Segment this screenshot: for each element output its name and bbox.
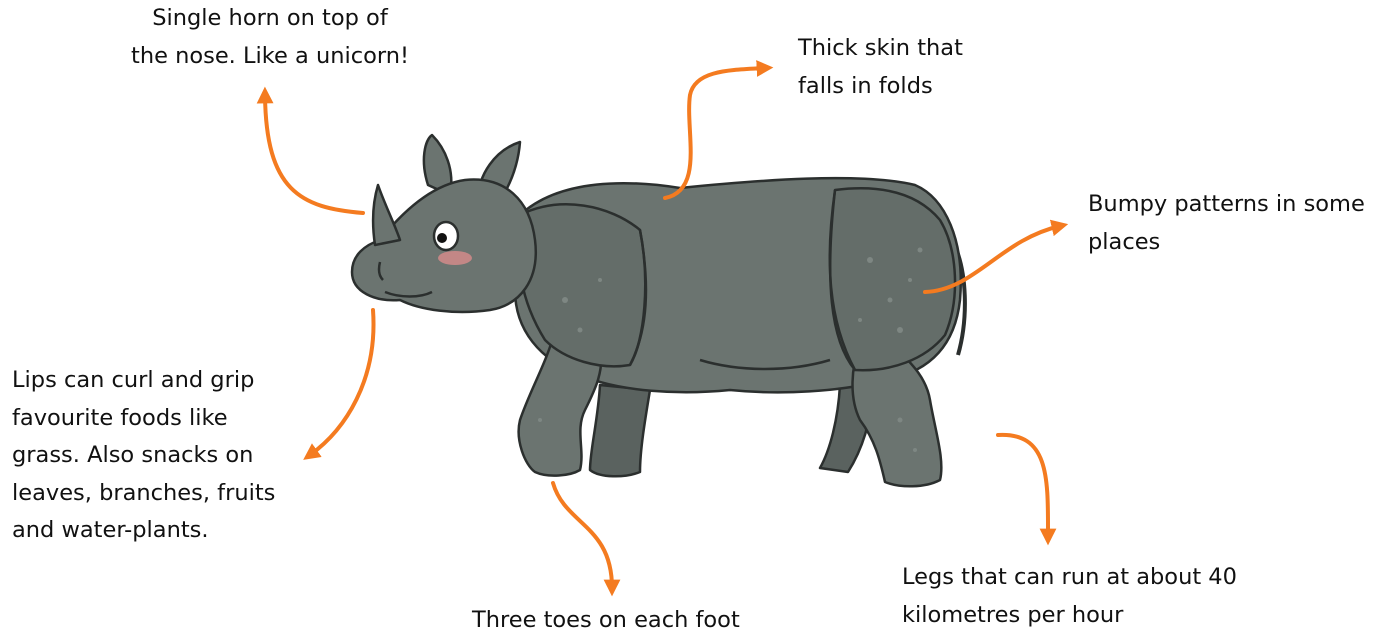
annotation-line: and water-plants. bbox=[12, 512, 275, 550]
toes-arrow bbox=[553, 483, 612, 588]
annotation-line: grass. Also snacks on bbox=[12, 437, 275, 475]
annotation-line: Three toes on each foot bbox=[472, 602, 740, 640]
annotation-line: the nose. Like a unicorn! bbox=[120, 38, 420, 76]
horn-annotation: Single horn on top of the nose. Like a u… bbox=[120, 0, 420, 75]
annotation-line: Lips can curl and grip bbox=[12, 362, 275, 400]
rhino-illustration bbox=[352, 135, 965, 486]
skin-arrow bbox=[665, 68, 765, 198]
legs-arrow bbox=[998, 435, 1048, 537]
annotation-line: Single horn on top of bbox=[120, 0, 420, 38]
rhino-rump-plate bbox=[830, 188, 955, 370]
skin-annotation: Thick skin that falls in folds bbox=[798, 30, 963, 105]
annotation-line: kilometres per hour bbox=[902, 597, 1237, 635]
lips-annotation: Lips can curl and grip favourite foods l… bbox=[12, 362, 275, 550]
annotation-line: favourite foods like bbox=[12, 400, 275, 438]
bumpy-annotation: Bumpy patterns in some places bbox=[1088, 186, 1365, 261]
rhino-pupil bbox=[437, 233, 447, 243]
annotation-line: falls in folds bbox=[798, 68, 963, 106]
rhino-horn bbox=[373, 185, 400, 245]
legs-annotation: Legs that can run at about 40 kilometres… bbox=[902, 559, 1237, 634]
annotation-line: Thick skin that bbox=[798, 30, 963, 68]
horn-arrow bbox=[265, 95, 363, 213]
annotation-line: Legs that can run at about 40 bbox=[902, 559, 1237, 597]
annotation-line: places bbox=[1088, 224, 1365, 262]
lips-arrow bbox=[310, 310, 374, 455]
rhino-front-far-leg bbox=[590, 385, 650, 476]
toes-annotation: Three toes on each foot bbox=[472, 602, 740, 640]
rhino-cheek-blush bbox=[438, 251, 472, 265]
annotation-line: Bumpy patterns in some bbox=[1088, 186, 1365, 224]
annotation-line: leaves, branches, fruits bbox=[12, 475, 275, 513]
